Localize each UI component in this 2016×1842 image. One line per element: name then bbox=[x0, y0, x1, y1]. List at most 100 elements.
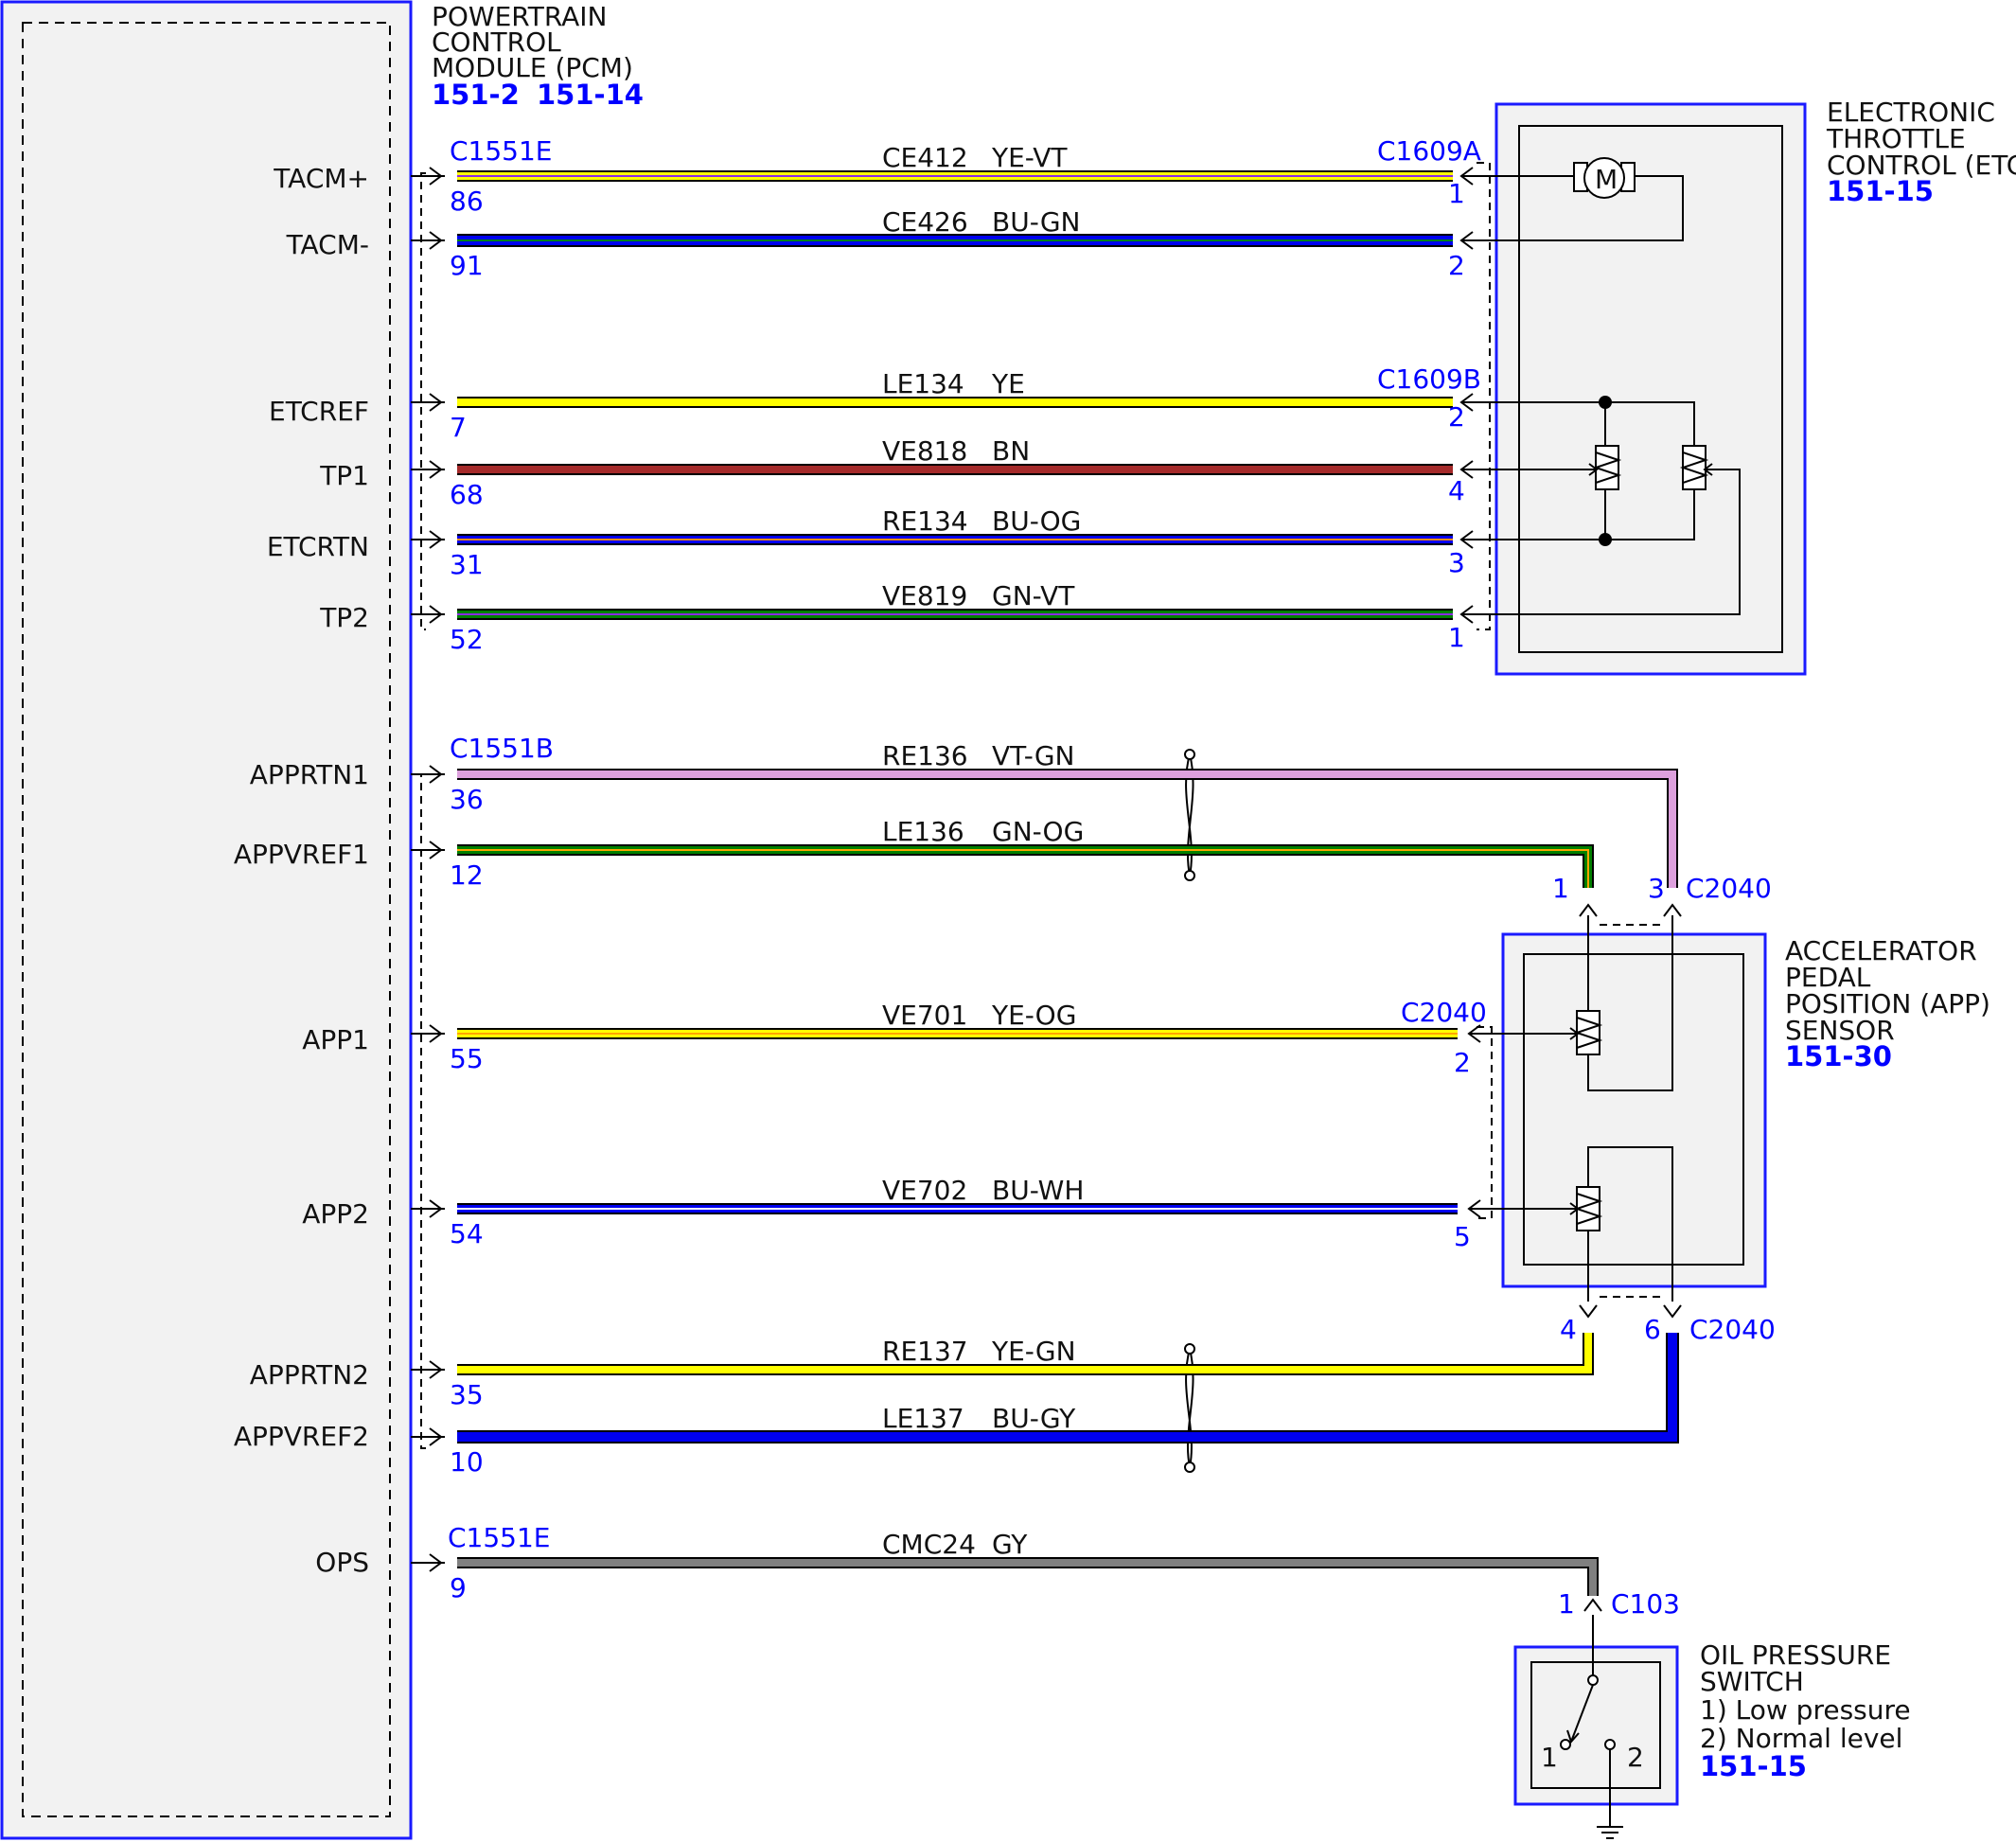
wire-color-code: YE bbox=[991, 368, 1025, 399]
wire-color-code: BU-GY bbox=[992, 1403, 1076, 1434]
pcm-pin-number: 12 bbox=[450, 859, 484, 891]
wire-stripe-color bbox=[457, 849, 1589, 888]
wire-color-code: GN-OG bbox=[992, 816, 1084, 847]
connector-pin-arrow-icon bbox=[1579, 1304, 1598, 1319]
pcm-pin-number: 31 bbox=[450, 549, 484, 580]
pcm-ref-1[interactable]: 151-2 bbox=[432, 79, 520, 111]
app-sensing-elements bbox=[1481, 915, 1673, 1302]
etc-ref[interactable]: 151-15 bbox=[1827, 175, 1934, 207]
ground-icon bbox=[1597, 1826, 1623, 1839]
pcm-pin-arrow-icon bbox=[429, 530, 443, 549]
pcm-signal-etcref: ETCREF bbox=[269, 396, 369, 427]
pcm-pin-number: 9 bbox=[450, 1572, 467, 1603]
wire-re134[interactable]: ETCRTN 31 RE134 BU-OG 3 bbox=[267, 505, 1482, 580]
pcm-pin-arrow-icon bbox=[429, 765, 443, 784]
motor-label: M bbox=[1595, 164, 1618, 195]
wire-stripe-color bbox=[457, 1562, 1594, 1596]
pcm-pin-arrow-icon bbox=[429, 460, 443, 479]
circuit-id: CE412 bbox=[882, 142, 968, 173]
pcm-signal-tacm-plus: TACM+ bbox=[273, 163, 369, 194]
component-pin-number: 1 bbox=[1558, 1588, 1575, 1620]
circuit-id: VE701 bbox=[882, 1000, 967, 1031]
pcm-pin-number: 10 bbox=[450, 1446, 484, 1478]
component-pin-number: 1 bbox=[1448, 178, 1465, 209]
circuit-id: VE818 bbox=[882, 435, 967, 467]
pcm-signal-tp2: TP2 bbox=[319, 602, 369, 633]
pcm-pin-arrow-icon bbox=[429, 841, 443, 859]
component-pin-number: 1 bbox=[1552, 873, 1569, 904]
component-pin-number: 4 bbox=[1560, 1314, 1577, 1345]
pcm-pin-number: 86 bbox=[450, 186, 484, 217]
circuit-id: CE426 bbox=[882, 206, 968, 238]
pcm-pin-number: 68 bbox=[450, 479, 484, 510]
pcm-pin-arrow-icon bbox=[429, 1360, 443, 1379]
wire-color-code: BU-WH bbox=[992, 1175, 1084, 1206]
component-pin-number: 3 bbox=[1448, 547, 1465, 578]
connector-c2040-bottom: C2040 bbox=[1689, 1314, 1776, 1345]
wire-stripe-color bbox=[457, 773, 1673, 888]
ops-ref[interactable]: 151-15 bbox=[1700, 1750, 1807, 1782]
etc-title-line-2: THROTTLE bbox=[1826, 123, 1966, 154]
pcm-pin-arrow-icon bbox=[429, 167, 443, 186]
wire-color-code: BU-GN bbox=[992, 206, 1080, 238]
circuit-id: VE702 bbox=[882, 1175, 967, 1206]
pcm-ref-2[interactable]: 151-14 bbox=[537, 79, 644, 111]
wire-stripe-color bbox=[457, 1333, 1589, 1371]
wire-outline bbox=[457, 844, 1594, 888]
component-pin-number: 2 bbox=[1448, 250, 1465, 281]
throttle-motor: M bbox=[1481, 157, 1684, 241]
connector-pin-arrow-icon bbox=[1663, 903, 1682, 917]
twisted-pair-marker-1 bbox=[1184, 749, 1195, 881]
circuit-id: RE136 bbox=[882, 740, 968, 771]
pcm-signal-appvref1: APPVREF1 bbox=[234, 839, 369, 870]
connector-c1551e-ops: C1551E bbox=[448, 1522, 551, 1553]
component-pin-number: 1 bbox=[1448, 622, 1465, 653]
wire-color-code: BU-OG bbox=[992, 505, 1081, 537]
pcm-pin-number: 54 bbox=[450, 1218, 484, 1249]
pcm-signal-app2: APP2 bbox=[302, 1198, 369, 1230]
circuit-id: LE137 bbox=[882, 1403, 964, 1434]
pcm-signal-appvref2: APPVREF2 bbox=[234, 1421, 369, 1452]
connector-c2040-top: C2040 bbox=[1686, 873, 1772, 904]
pcm-pin-number: 7 bbox=[450, 412, 467, 443]
pcm-pin-arrow-icon bbox=[429, 1199, 443, 1218]
app-connector-outline-side bbox=[1477, 1026, 1493, 1219]
app-title-line-3: POSITION (APP) bbox=[1785, 988, 1990, 1019]
ops-title-line-3: 1) Low pressure bbox=[1700, 1694, 1911, 1726]
component-pin-number: 2 bbox=[1454, 1047, 1471, 1078]
app-title-line-4: SENSOR bbox=[1785, 1015, 1895, 1046]
pcm-signal-tacm-minus: TACM- bbox=[286, 229, 369, 260]
wire-le137[interactable]: APPVREF2 10 LE137 BU-GY 6 bbox=[234, 1304, 1682, 1478]
connector-c1551b: C1551B bbox=[450, 733, 554, 764]
circuit-id: VE819 bbox=[882, 580, 967, 611]
etc-title-line-1: ELECTRONIC bbox=[1827, 97, 1995, 128]
twisted-pair-marker-2 bbox=[1184, 1343, 1195, 1473]
pcm-pin-number: 52 bbox=[450, 624, 484, 655]
pcm-module bbox=[0, 0, 413, 1840]
app-ref[interactable]: 151-30 bbox=[1785, 1040, 1892, 1072]
wire-color-code: YE-OG bbox=[991, 1000, 1076, 1031]
pcm-signal-etcrtn: ETCRTN bbox=[267, 531, 369, 562]
component-pin-number: 6 bbox=[1644, 1314, 1661, 1345]
pcm-signal-tp1: TP1 bbox=[319, 460, 369, 491]
connector-c2040-mid: C2040 bbox=[1401, 997, 1487, 1028]
pcm-pin-arrow-icon bbox=[429, 1024, 443, 1043]
component-pin-number: 4 bbox=[1448, 475, 1465, 506]
pcm-pin-number: 35 bbox=[450, 1379, 484, 1410]
circuit-id: RE134 bbox=[882, 505, 968, 537]
pcm-pin-arrow-icon bbox=[429, 393, 443, 412]
connector-pin-arrow-icon bbox=[1663, 1304, 1682, 1319]
pcm-pin-arrow-icon bbox=[429, 1553, 443, 1572]
